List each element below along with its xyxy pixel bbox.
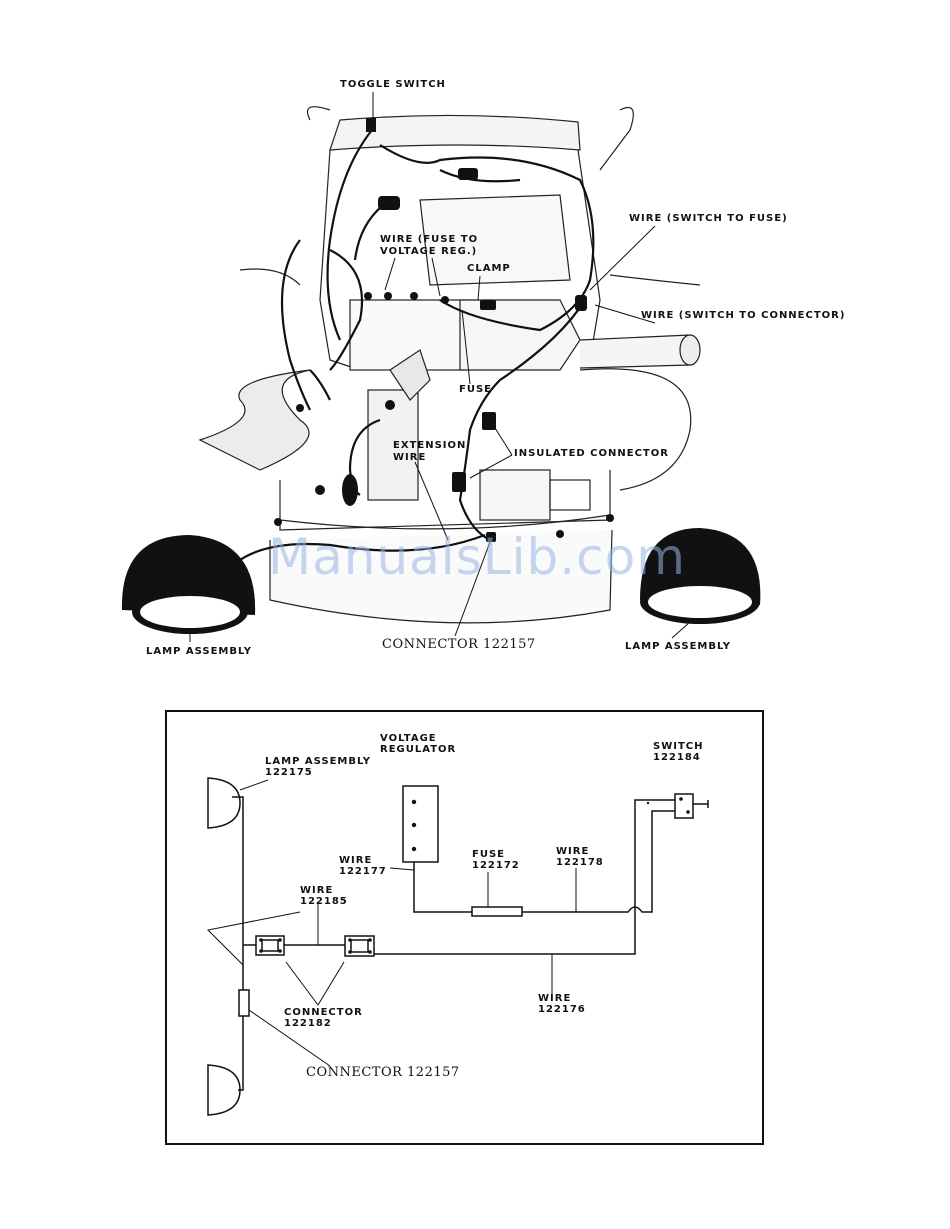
label-line: EXTENSION — [393, 440, 467, 451]
label-wire-122177: WIRE 122177 — [339, 855, 387, 877]
label-connector-122157-top: CONNECTOR 122157 — [382, 637, 536, 652]
label-line: VOLTAGE — [380, 733, 437, 744]
label-wire-switch-to-connector: WIRE (SWITCH TO CONNECTOR) — [641, 310, 846, 321]
label-line: FUSE — [472, 849, 505, 860]
label-line: WIRE — [300, 885, 334, 896]
label-clamp: CLAMP — [467, 263, 511, 274]
label-wire-fuse-to-voltage-reg: WIRE (FUSE TO VOLTAGE REG.) — [380, 234, 478, 258]
upper-lamp-symbol — [207, 777, 241, 829]
label-wire-122185: WIRE 122185 — [300, 885, 348, 907]
label-voltage-regulator: VOLTAGE REGULATOR — [380, 733, 456, 755]
label-line: REGULATOR — [380, 744, 457, 755]
label-line: WIRE — [393, 452, 427, 463]
label-line: 122185 — [300, 896, 348, 907]
label-switch-122184: SWITCH 122184 — [653, 741, 703, 763]
label-wire-122176: WIRE 122176 — [538, 993, 586, 1015]
label-line: 122175 — [265, 767, 313, 778]
label-line: LAMP ASSEMBLY — [265, 756, 372, 767]
label-lamp-assembly-122175: LAMP ASSEMBLY 122175 — [265, 756, 371, 778]
fuse-symbol — [471, 906, 523, 917]
label-extension-wire: EXTENSION WIRE — [393, 440, 466, 464]
lamp-left — [121, 535, 256, 634]
label-line: 122184 — [653, 752, 701, 763]
label-line: WIRE (FUSE TO — [380, 234, 479, 245]
schematic-frame — [165, 710, 764, 1145]
connector-122182-left — [255, 935, 285, 956]
label-connector-122182: CONNECTOR 122182 — [284, 1007, 363, 1029]
switch-symbol — [674, 793, 694, 819]
label-line: WIRE — [556, 846, 590, 857]
label-line: 122177 — [339, 866, 387, 877]
label-line: 122172 — [472, 860, 520, 871]
connector-122157-symbol — [238, 989, 250, 1017]
label-insulated-connector: INSULATED CONNECTOR — [514, 448, 669, 459]
label-fuse-122172: FUSE 122172 — [472, 849, 520, 871]
label-line: WIRE — [538, 993, 572, 1004]
label-toggle-switch: TOGGLE SWITCH — [340, 79, 446, 90]
voltage-regulator-symbol — [402, 785, 439, 863]
connector-122182-right — [344, 935, 375, 957]
label-line: 122178 — [556, 857, 604, 868]
watermark: ManualsLib.com — [268, 528, 686, 586]
lower-lamp-symbol — [207, 1064, 241, 1116]
tractor-wiring-illustration — [121, 92, 761, 642]
label-lamp-assembly-left: LAMP ASSEMBLY — [146, 646, 253, 657]
label-wire-switch-to-fuse: WIRE (SWITCH TO FUSE) — [629, 213, 788, 224]
label-connector-122157-schematic: CONNECTOR 122157 — [306, 1065, 460, 1080]
label-line: CONNECTOR — [284, 1007, 363, 1018]
label-line: 122182 — [284, 1018, 332, 1029]
label-line: WIRE — [339, 855, 373, 866]
label-lamp-assembly-right: LAMP ASSEMBLY — [625, 641, 732, 652]
lamp-right — [640, 528, 761, 624]
label-line: VOLTAGE REG.) — [380, 246, 478, 257]
label-line: 122176 — [538, 1004, 586, 1015]
label-fuse: FUSE — [459, 384, 492, 395]
label-wire-122178: WIRE 122178 — [556, 846, 604, 868]
label-line: SWITCH — [653, 741, 704, 752]
